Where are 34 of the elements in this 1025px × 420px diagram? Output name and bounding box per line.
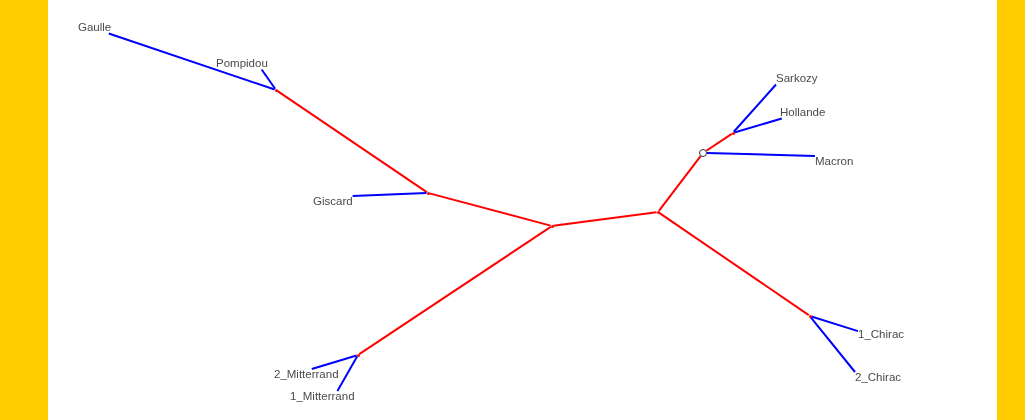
tree-branch	[351, 192, 428, 197]
tree-branch	[658, 211, 810, 317]
leaf-label: 2_Mitterrand	[274, 369, 339, 381]
branch-point	[426, 191, 430, 195]
leaf-label: 1_Mitterrand	[290, 391, 355, 403]
tree-branch	[810, 315, 859, 333]
tree-branch	[428, 192, 552, 227]
tree-branch	[358, 225, 552, 356]
tree-branch	[310, 354, 358, 370]
leaf-label: 2_Chirac	[855, 372, 902, 384]
leaf-label: Gaulle	[78, 22, 112, 34]
branch-point	[731, 131, 735, 135]
tree-branch	[552, 211, 658, 227]
tree-branch	[705, 132, 733, 152]
leaf-label: Hollande	[780, 107, 826, 119]
tree-branch	[276, 89, 428, 194]
tree-branch	[336, 355, 359, 392]
tree-branch	[107, 32, 276, 91]
branch-point	[550, 224, 554, 228]
branch-point	[808, 314, 812, 318]
leaf-label: Sarkozy	[776, 73, 818, 85]
tree-branch	[260, 68, 277, 90]
branch-point	[356, 353, 360, 357]
tree-branch	[706, 152, 816, 157]
leaf-label: Macron	[815, 156, 854, 168]
branch-point	[656, 210, 660, 214]
tree-branch	[733, 117, 783, 134]
leaf-label: Pompidou	[216, 58, 268, 70]
branch-point	[274, 88, 278, 92]
tree-branch	[809, 316, 856, 373]
tree-branch	[732, 83, 777, 133]
leaf-label: Giscard	[313, 196, 353, 208]
leaf-label: 1_Chirac	[858, 329, 905, 341]
tree-branch	[657, 155, 702, 212]
